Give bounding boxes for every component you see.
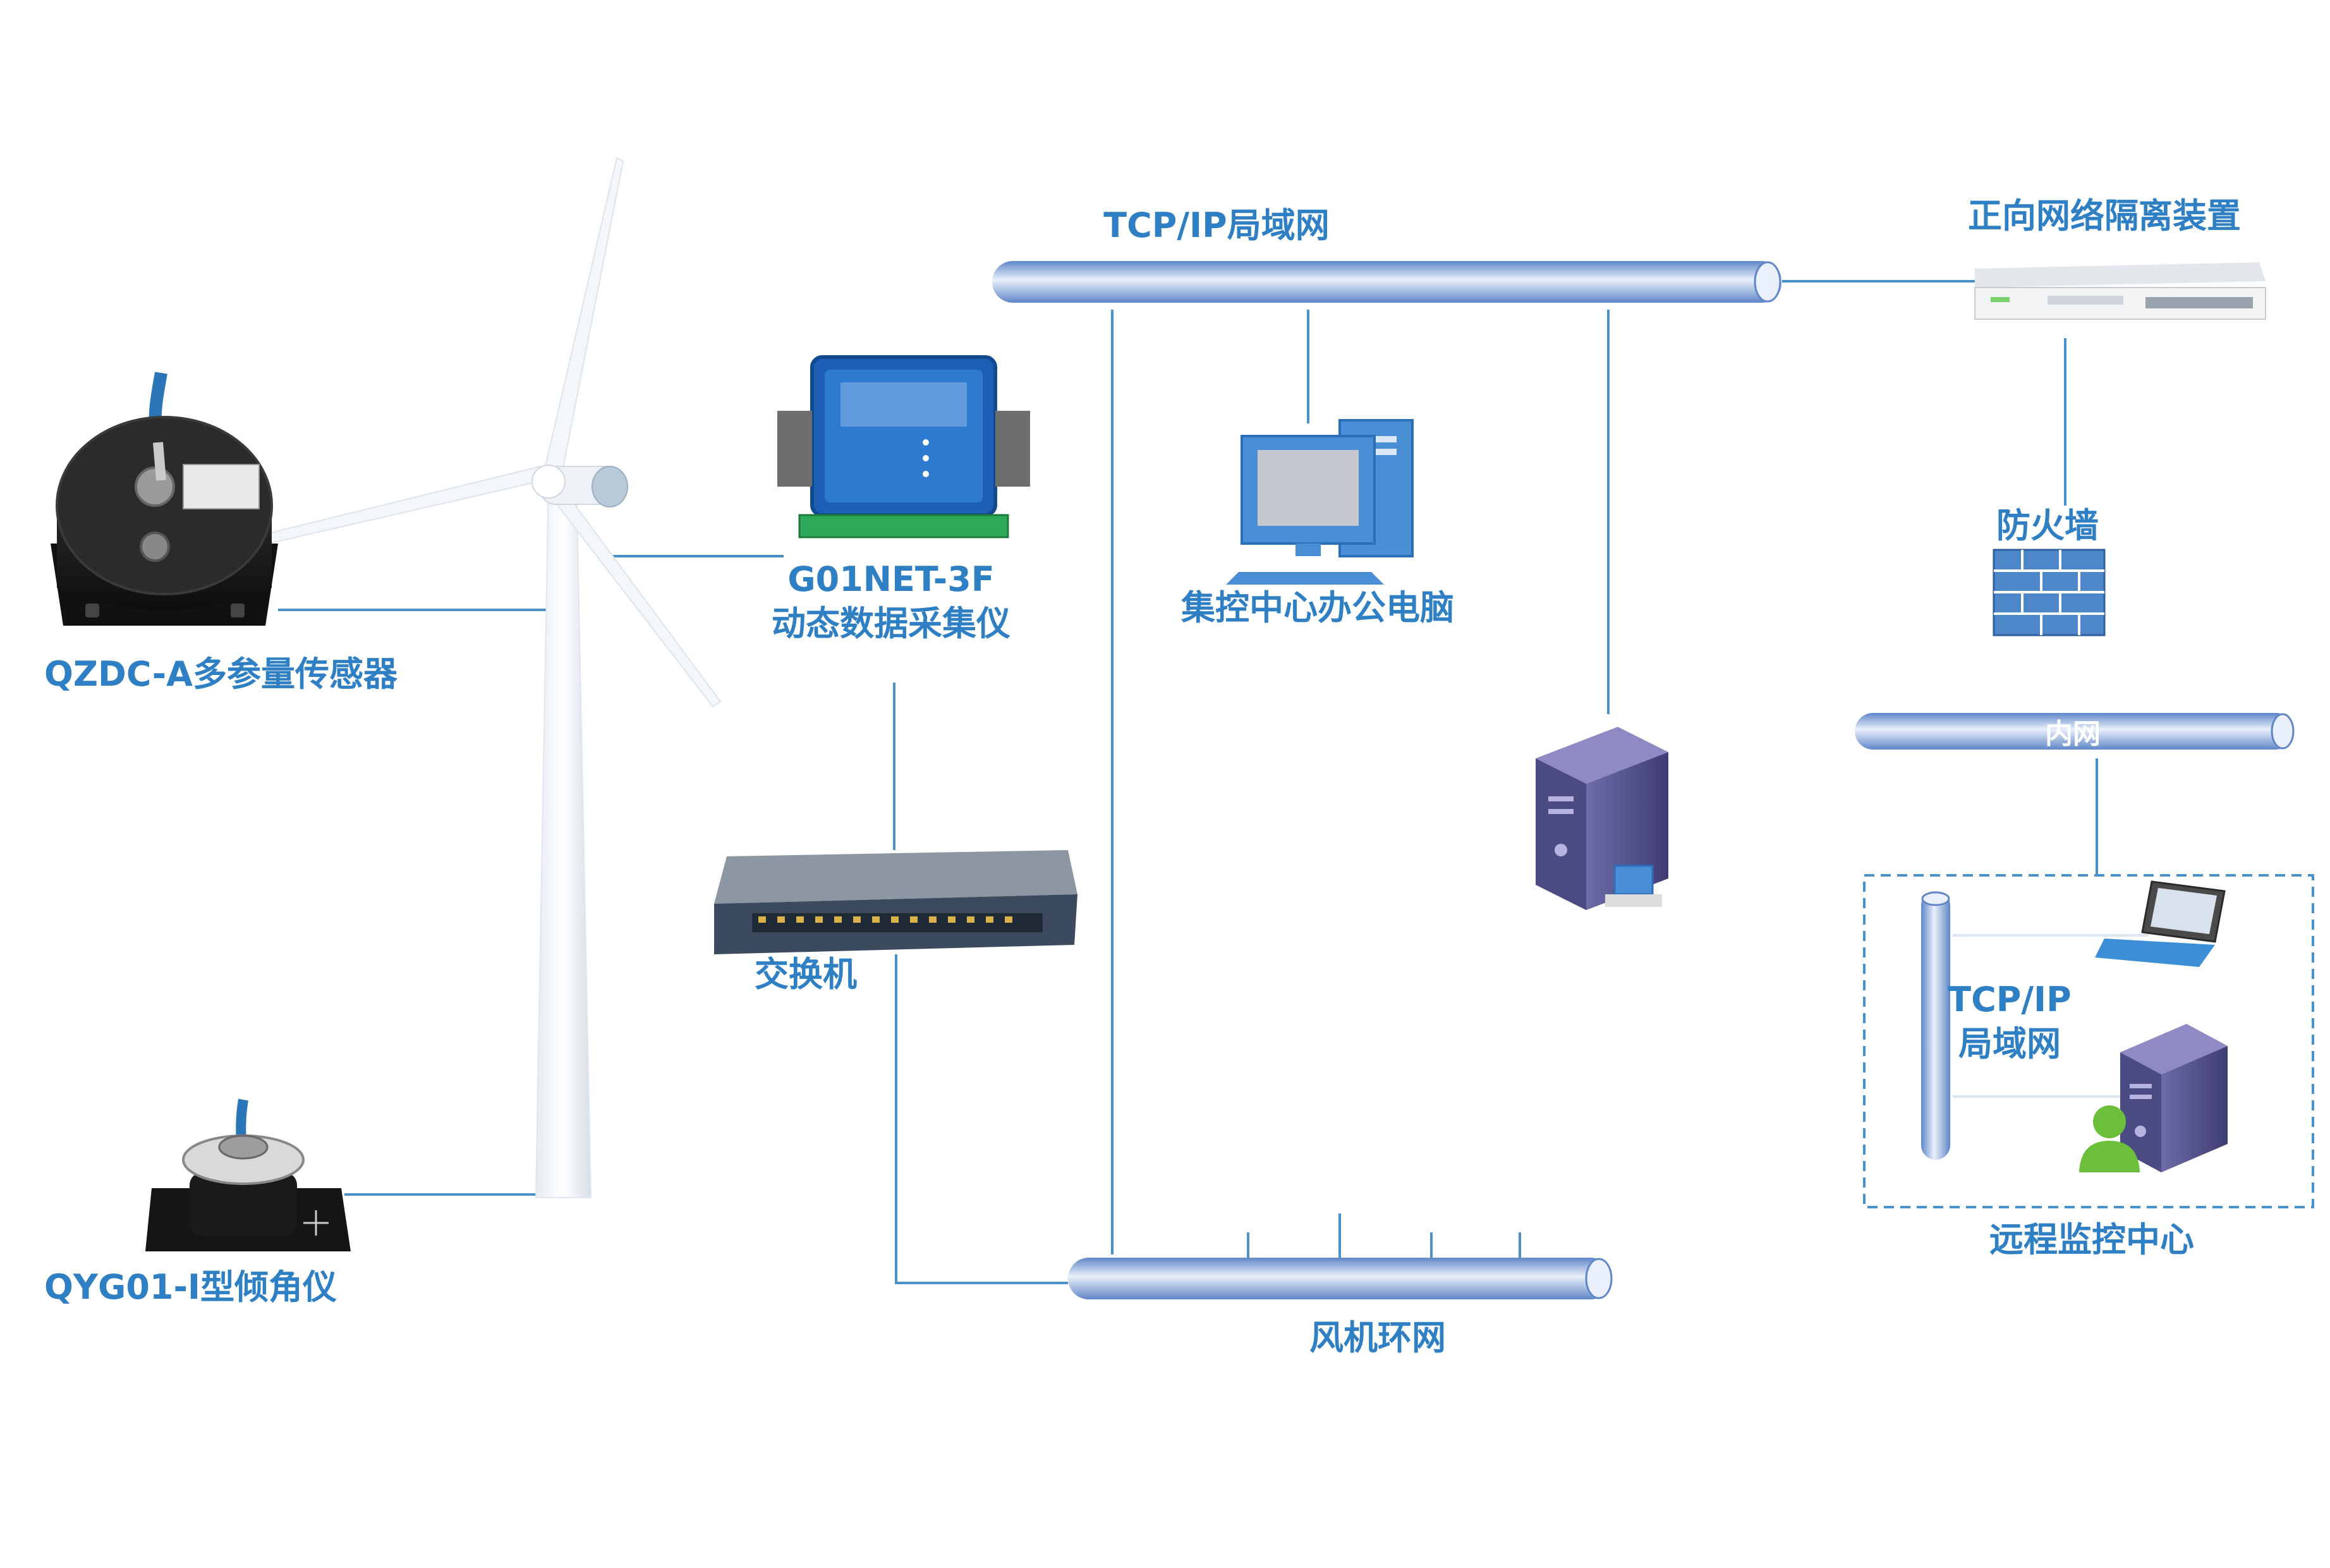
inner-net-label: 内网	[2045, 718, 2101, 750]
remote-lan-vertical-pipe	[1921, 891, 1950, 1160]
tcp-lan-top-pipe	[992, 261, 1782, 303]
user-icon	[2079, 1105, 2140, 1172]
data-acquisition-device-icon	[777, 355, 1030, 538]
remote-lan-label-line2: 局域网	[1958, 1024, 2061, 1064]
firewall-icon	[1993, 549, 2106, 636]
wind-turbine-icon	[264, 157, 722, 1198]
network-switch-icon	[714, 850, 1077, 954]
remote-lan-label-line1: TCP/IP	[1948, 980, 2072, 1019]
desktop-computer-icon	[1226, 419, 1414, 585]
inclinometer-icon	[145, 1098, 351, 1251]
wind-ring-label: 风机环网	[1309, 1318, 1446, 1358]
switch-label: 交换机	[755, 954, 857, 994]
remote-center-box	[1863, 874, 2314, 1208]
server-icon	[1536, 727, 1668, 910]
connection-lines	[278, 280, 2149, 1284]
inclinometer-label: QYG01-I型倾角仪	[44, 1267, 337, 1307]
collector-name-label: 动态数据采集仪	[772, 604, 1010, 643]
isolation-device-icon	[1974, 262, 2266, 320]
collector-model-label: G01NET-3F	[787, 559, 995, 599]
inner-net-pipe	[1855, 713, 2295, 750]
office-pc-label: 集控中心办公电脑	[1181, 588, 1454, 628]
remote-center-label: 远程监控中心	[1989, 1220, 2194, 1260]
multi-parameter-sensor-icon	[51, 372, 278, 626]
isolation-device-label: 正向网络隔离装置	[1968, 196, 2241, 236]
laptop-icon	[2095, 880, 2226, 967]
tcp-lan-top-label: TCP/IP局域网	[1103, 205, 1330, 245]
firewall-label: 防火墙	[1996, 506, 2099, 545]
line-switch-to-ring	[895, 954, 1068, 1284]
remote-server-icon	[2120, 1024, 2228, 1172]
wind-ring-pipe	[1068, 1258, 1613, 1299]
sensor-label: QZDC-A多参量传感器	[44, 654, 397, 694]
